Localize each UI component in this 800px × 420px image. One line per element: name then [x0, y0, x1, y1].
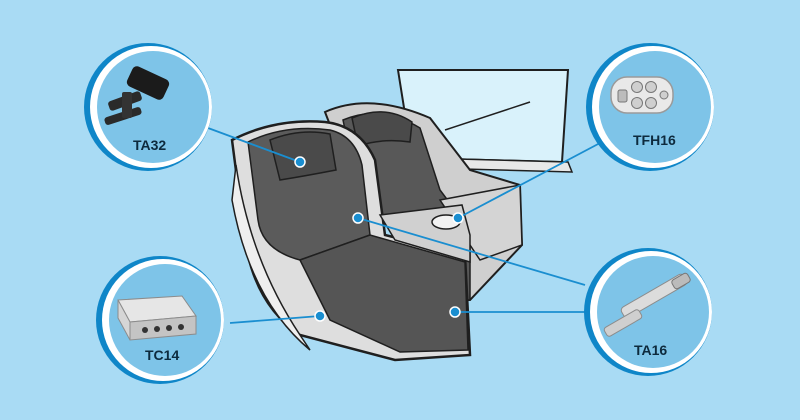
hand-controller-icon — [610, 76, 674, 114]
label-ta16: TA16 — [634, 342, 668, 358]
connector-tfh16 — [457, 142, 601, 219]
label-ta32: TA32 — [133, 137, 167, 153]
anchor-dot-tfh16 — [452, 212, 464, 224]
connector-tc14 — [229, 315, 321, 324]
label-tfh16: TFH16 — [633, 132, 676, 148]
bubble-ta16 — [584, 248, 712, 376]
linear-actuator-black-icon — [104, 66, 170, 125]
control-box-icon — [117, 295, 197, 341]
slim-linear-actuator-icon — [603, 272, 691, 337]
anchor-dot-tc14 — [314, 310, 326, 322]
bubble-ta32 — [84, 43, 212, 171]
connector-ta16-a — [357, 217, 586, 286]
anchor-dot-seat — [352, 212, 364, 224]
connector-dots — [294, 156, 464, 322]
bubble-tfh16 — [586, 43, 714, 171]
connector-lines — [207, 127, 601, 324]
front-seat-illustration — [230, 120, 472, 362]
bubble-tc14 — [96, 256, 224, 384]
anchor-dot-ta16 — [449, 306, 461, 318]
anchor-dot-ta32 — [294, 156, 306, 168]
connector-ta32 — [207, 127, 301, 163]
label-tc14: TC14 — [145, 347, 180, 363]
